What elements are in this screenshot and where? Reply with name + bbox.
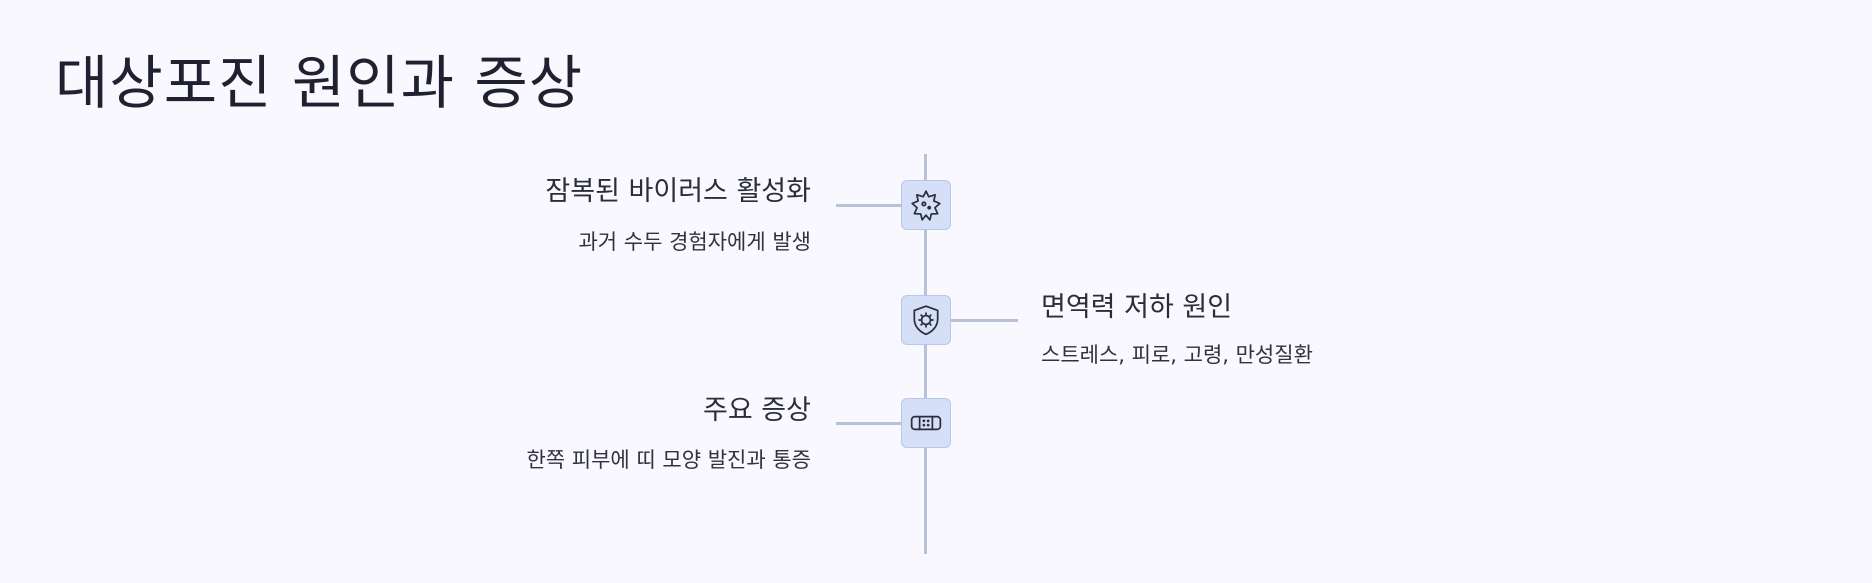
item-title-3: 주요 증상 <box>703 395 811 426</box>
shield-virus-icon <box>913 305 939 336</box>
connector-2 <box>950 319 1018 322</box>
item-description-1: 과거 수두 경험자에게 발생 <box>578 230 811 254</box>
item-description-2: 스트레스, 피로, 고령, 만성질환 <box>1041 343 1313 367</box>
timeline-axis <box>924 154 927 554</box>
item-title-2: 면역력 저하 원인 <box>1041 292 1233 323</box>
page-title: 대상포진 원인과 증상 <box>55 49 584 117</box>
connector-1 <box>836 204 902 207</box>
timeline-node-2 <box>901 295 951 345</box>
timeline-node-1 <box>901 180 951 230</box>
bandage-icon <box>910 415 942 431</box>
timeline-node-3 <box>901 398 951 448</box>
item-title-1: 잠복된 바이러스 활성화 <box>545 176 811 207</box>
connector-3 <box>836 422 902 425</box>
item-description-3: 한쪽 피부에 띠 모양 발진과 통증 <box>526 448 811 472</box>
virus-icon <box>911 190 941 221</box>
